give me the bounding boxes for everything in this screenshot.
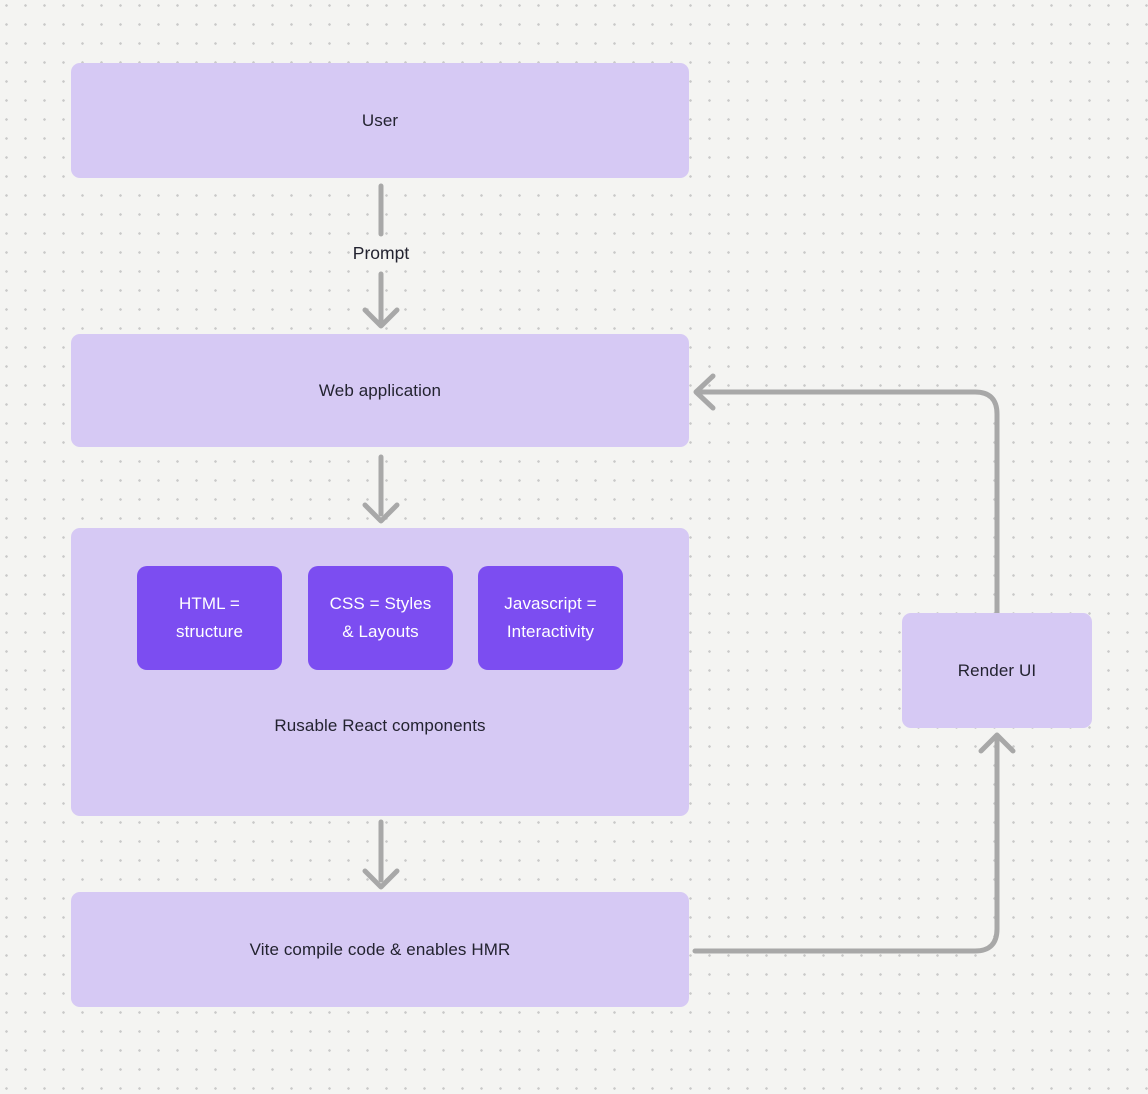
node-render-ui: Render UI [902,613,1092,728]
node-components-group: HTML = structure CSS = Styles & Layouts … [71,528,689,816]
edge-renderui-webapp-arrowhead-icon [693,373,716,411]
edge-components-vite-arrowhead-icon [362,868,400,890]
node-user: User [71,63,689,178]
node-render-ui-label: Render UI [957,660,1037,680]
node-vite: Vite compile code & enables HMR [71,892,689,1007]
edge-webapp-components-arrowhead-icon [362,502,400,524]
edge-vite-renderui-arrowhead-icon [978,732,1016,754]
node-user-label: User [361,110,399,130]
edge-renderui-webapp-line [698,389,1000,616]
child-node-html: HTML = structure [137,566,282,670]
node-vite-label: Vite compile code & enables HMR [249,939,511,959]
node-web-application: Web application [71,334,689,447]
child-node-css: CSS = Styles & Layouts [308,566,453,670]
node-web-application-label: Web application [318,380,442,400]
edge-vite-renderui-line [692,737,1000,954]
edge-label-prompt: Prompt [352,243,410,263]
child-node-javascript: Javascript = Interactivity [478,566,623,670]
child-node-javascript-label: Javascript = Interactivity [504,594,597,641]
node-components-group-label: Rusable React components [274,716,486,735]
edge-user-webapp-arrowhead-icon [362,307,400,329]
child-node-html-label: HTML = structure [175,594,244,641]
child-node-css-label: CSS = Styles & Layouts [329,594,432,641]
